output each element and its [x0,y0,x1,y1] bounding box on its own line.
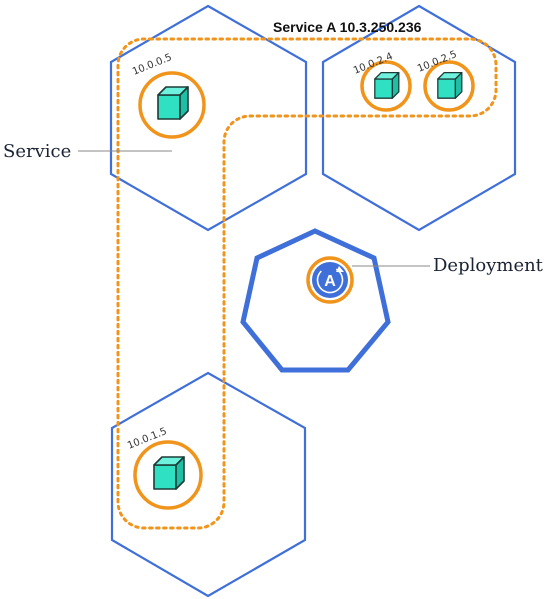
cube-icon [437,71,463,99]
node-hexagon-top-right [321,4,517,232]
deployment-icon-letter: A [324,273,336,290]
cube-icon [157,86,189,120]
cube-icon [153,456,185,490]
node-hexagon-top-left [109,4,308,232]
pod-10-0-2-5[interactable]: 10.0.2.5 [416,49,475,112]
cube-icon [374,71,400,99]
pod-10-0-1-5[interactable]: 10.0.1.5 [126,426,203,510]
pod-10-0-0-5[interactable]: 10.0.0.5 [131,52,206,139]
deployment-icon[interactable]: A [306,256,354,304]
service-header: Service A 10.3.250.236 [273,19,422,35]
deployment-callout-label: Deployment [433,255,544,276]
pod-10-0-2-4[interactable]: 10.0.2.4 [352,51,412,112]
service-callout-label: Service [3,141,71,162]
service-dotted-path [116,37,498,530]
node-hexagon-bottom [110,371,307,598]
deployment-heptagon [240,228,391,373]
